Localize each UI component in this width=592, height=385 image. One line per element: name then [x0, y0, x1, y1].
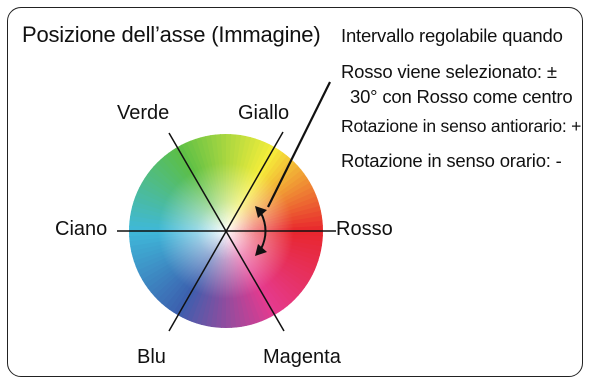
axis-label-verde: Verde: [117, 102, 170, 124]
note-line-3: 30° con Rosso come centro: [350, 86, 573, 107]
arrow-head-down-icon: [255, 244, 267, 256]
axis-label-rosso: Rosso: [336, 218, 393, 240]
note-line-5: Rotazione in senso orario: -: [341, 150, 562, 171]
axis-label-ciano: Ciano: [55, 218, 108, 240]
axis-label-giallo: Giallo: [238, 102, 290, 124]
rotation-arc: [260, 212, 267, 250]
diagram-frame: [7, 7, 583, 377]
axis-yellow-blue: [168, 131, 284, 332]
axis-label-magenta: Magenta: [263, 346, 341, 368]
note-leader-line: [267, 81, 331, 208]
arrow-head-up-icon: [255, 206, 267, 218]
diagram-title: Posizione dell’asse (Immagine): [22, 22, 321, 47]
note-line-4: Rotazione in senso antiorario: +: [341, 116, 582, 136]
note-line-2: Rosso viene selezionato: ±: [341, 61, 557, 82]
note-line-1: Intervallo regolabile quando: [341, 25, 563, 46]
axis-label-blu: Blu: [137, 346, 166, 368]
